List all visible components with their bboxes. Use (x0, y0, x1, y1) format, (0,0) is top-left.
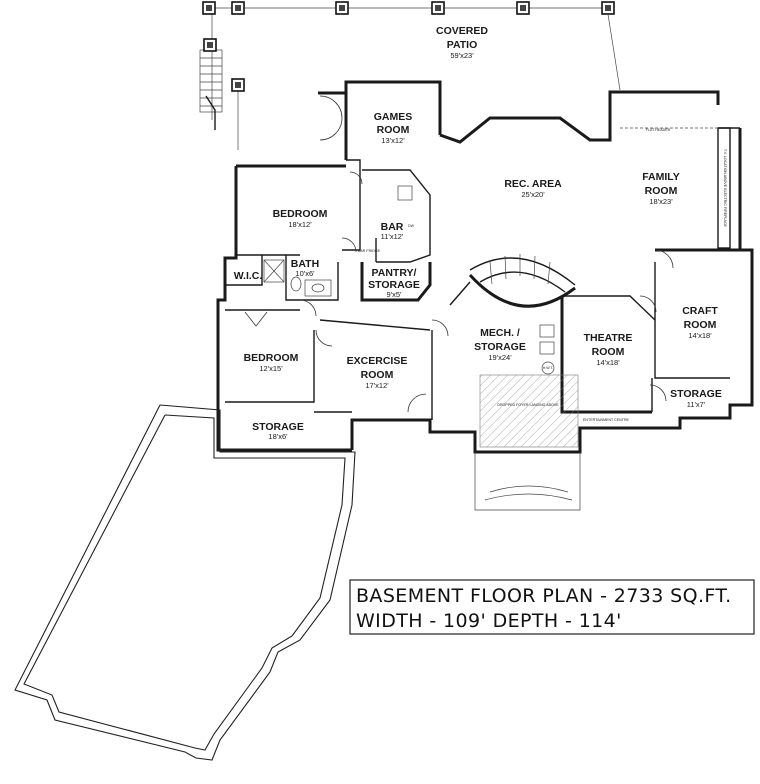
room-dim: 11'x7' (687, 400, 706, 409)
note-dw: DW (408, 224, 415, 228)
doors (244, 95, 674, 413)
room-name: FAMILY (642, 171, 680, 183)
covered-patio-outline (199, 7, 621, 150)
room-name-2: PATIO (447, 39, 478, 51)
shower (263, 259, 285, 283)
room-name-2: ROOM (377, 124, 410, 136)
note-bar-fridge: BAR FRIDGE (358, 249, 381, 253)
room-name: COVERED (436, 25, 488, 37)
vanity (304, 279, 332, 297)
room-name-2: STORAGE (368, 279, 420, 291)
furnace (539, 324, 555, 338)
room-name: BEDROOM (273, 208, 328, 220)
title-line-2: WIDTH - 109' DEPTH - 114' (356, 610, 622, 632)
room-name: PANTRY/ (372, 267, 417, 279)
title-block: BASEMENT FLOOR PLAN - 2733 SQ.FT. WIDTH … (349, 579, 755, 635)
toilet (290, 276, 302, 292)
plan-notes: FLAT HEADER T.V. LOCATION ABOVE ELECTRIC… (358, 128, 727, 422)
room-name-2: STORAGE (474, 341, 526, 353)
front-entry (474, 452, 581, 511)
room-dim: 18'x12' (288, 220, 312, 229)
room-name: REC. AREA (504, 178, 562, 190)
room-name: THEATRE (584, 332, 633, 344)
room-name-2: ROOM (592, 346, 625, 358)
patio-columns (202, 1, 615, 92)
room-dim: 13'x12' (381, 136, 405, 145)
fixtures (263, 185, 555, 375)
garage-outline (14, 404, 356, 761)
room-name: MECH. / (480, 327, 520, 339)
room-name: GAMES (374, 111, 413, 123)
room-dim: 59'x23' (450, 51, 474, 60)
note-flat-header: FLAT HEADER (646, 128, 671, 132)
room-name: W.I.C. (234, 270, 263, 282)
room-name: CRAFT (682, 305, 718, 317)
room-dim: 12'x15' (259, 364, 283, 373)
room-dim: 18'x6' (268, 432, 288, 441)
room-dim: 19'x24' (488, 353, 512, 362)
dropped-foyer-landing (479, 374, 579, 448)
room-name: BATH (291, 258, 319, 270)
room-name: BEDROOM (244, 352, 299, 364)
note-tv-location: T.V. LOCATION ABOVE ELECTRIC FIREPLACE (723, 149, 727, 227)
room-dim: 25'x20' (521, 190, 545, 199)
patio-stairs (199, 49, 223, 130)
title-line-1: BASEMENT FLOOR PLAN - 2733 SQ.FT. (356, 585, 732, 607)
note-water-heater: H.W.T. (543, 366, 554, 370)
room-name-2: ROOM (645, 185, 678, 197)
curved-staircase (468, 254, 576, 308)
room-dim: 14'x18' (596, 358, 620, 367)
room-dim: 10'x6' (295, 269, 315, 278)
room-labels: COVERED PATIO 59'x23' GAMES ROOM 13'x12'… (234, 25, 722, 441)
room-name: STORAGE (252, 421, 304, 433)
room-name-2: ROOM (684, 319, 717, 331)
bar-sink (397, 185, 413, 201)
room-dim: 9'x5' (387, 290, 403, 299)
note-dropped-foyer: DROPPED FOYER LANDING ABOVE (497, 403, 559, 407)
room-name: BAR (381, 221, 404, 233)
water-heater (539, 341, 555, 355)
room-dim: 17'x12' (365, 381, 389, 390)
room-name: EXCERCISE (347, 355, 408, 367)
note-entertainment: ENTERTAINMENT CENTRE (583, 418, 630, 422)
room-dim: 14'x18' (688, 331, 712, 340)
room-name: STORAGE (670, 388, 722, 400)
room-name-2: ROOM (361, 369, 394, 381)
room-dim: 11'x12' (381, 232, 404, 241)
room-dim: 18'x23' (649, 197, 673, 206)
